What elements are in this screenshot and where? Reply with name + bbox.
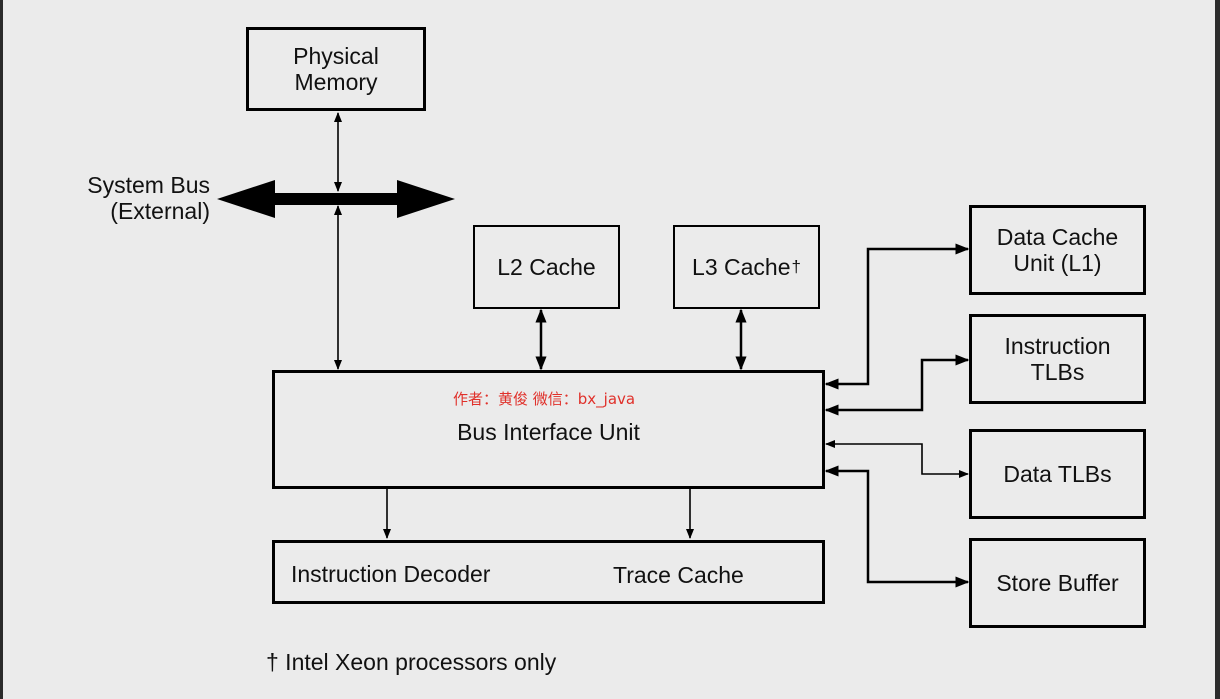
biu-itlb-arrow bbox=[824, 354, 970, 416]
watermark-text: 作者：黄俊 微信：bx_java bbox=[453, 390, 636, 408]
l3-dagger: † bbox=[791, 257, 801, 276]
trace-cache-label: Trace Cache bbox=[613, 562, 744, 588]
physical-memory-label: Physical Memory bbox=[293, 43, 379, 95]
l3-cache-label: L3 Cache bbox=[692, 254, 791, 280]
l3-cache-box: L3 Cache† bbox=[673, 225, 820, 309]
data-tlbs-box: Data TLBs bbox=[969, 429, 1146, 519]
physical-memory-box: Physical Memory bbox=[246, 27, 426, 111]
instruction-tlbs-label: Instruction TLBs bbox=[1004, 333, 1111, 385]
store-buffer-box: Store Buffer bbox=[969, 538, 1146, 628]
system-bus-arrow bbox=[217, 180, 455, 218]
instruction-decoder-label: Instruction Decoder bbox=[291, 561, 491, 587]
footnote: † Intel Xeon processors only bbox=[266, 649, 557, 675]
data-tlbs-label: Data TLBs bbox=[1003, 461, 1112, 487]
instruction-tlbs-box: Instruction TLBs bbox=[969, 314, 1146, 404]
bus-interface-unit-label: Bus Interface Unit bbox=[457, 418, 640, 445]
biu-dtlb-arrow bbox=[825, 440, 969, 478]
data-cache-unit-box: Data Cache Unit (L1) bbox=[969, 205, 1146, 295]
data-cache-unit-label: Data Cache Unit (L1) bbox=[996, 224, 1119, 276]
biu-storebuffer-arrow bbox=[824, 465, 970, 588]
l2-cache-label: L2 Cache bbox=[497, 254, 596, 280]
bus-interface-unit-box: Bus Interface Unit bbox=[272, 370, 825, 489]
biu-datacache-arrow bbox=[824, 243, 970, 390]
l2-cache-box: L2 Cache bbox=[473, 225, 620, 309]
store-buffer-label: Store Buffer bbox=[996, 570, 1119, 596]
system-bus-label: System Bus (External) bbox=[87, 172, 210, 224]
decoder-trace-box: Instruction Decoder Trace Cache bbox=[272, 540, 825, 604]
